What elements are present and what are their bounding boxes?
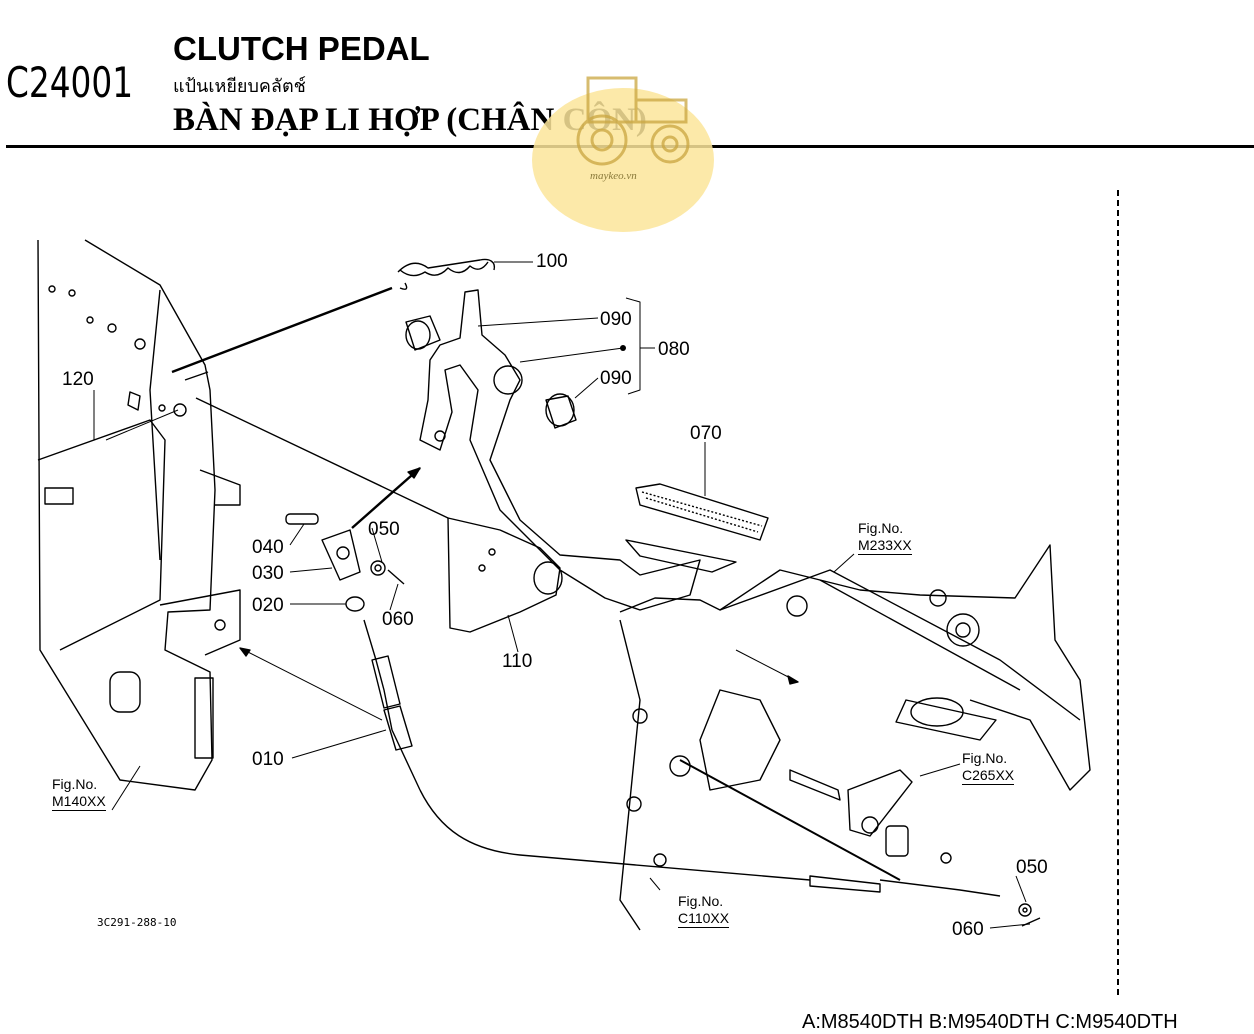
return-spring — [397, 258, 496, 290]
column-divider — [1117, 190, 1119, 995]
fig-ref-c265[interactable]: Fig.No. C265XX — [962, 750, 1015, 785]
title-english: CLUTCH PEDAL — [173, 30, 430, 67]
fig-ref-m233[interactable]: Fig.No. M233XX — [858, 520, 912, 555]
part-label-090-upper: 090 — [600, 309, 632, 330]
drawing-reference: 3C291-288-10 — [97, 916, 177, 929]
fig-ref-c110-number[interactable]: C110XX — [678, 910, 730, 928]
part-label-050-upper: 050 — [368, 519, 400, 540]
part-label-040: 040 — [252, 537, 284, 558]
section-code: C24001 — [6, 58, 134, 107]
fig-ref-c110[interactable]: Fig.No. C110XX — [678, 893, 730, 928]
fig-ref-c265-number[interactable]: C265XX — [962, 767, 1015, 785]
part-label-100: 100 — [536, 251, 568, 272]
watermark-text: maykeo.vn — [590, 170, 637, 182]
part-label-020: 020 — [252, 595, 284, 616]
left-frame — [37, 239, 241, 791]
clutch-cable — [363, 619, 1001, 897]
part-label-030: 030 — [252, 563, 284, 584]
leader-lines — [93, 261, 1031, 929]
part-label-070: 070 — [690, 423, 722, 444]
part-label-010: 010 — [252, 749, 284, 770]
part-label-090-lower: 090 — [600, 368, 632, 389]
right-frame — [619, 544, 1091, 931]
part-label-110: 110 — [502, 651, 533, 672]
part-label-080: 080 — [658, 339, 690, 360]
pedal-arm — [405, 289, 701, 611]
part-label-120: 120 — [62, 369, 94, 390]
model-applicability: A:M8540DTH B:M9540DTH C:M9540DTH — [802, 1011, 1178, 1033]
pedal-pad — [625, 483, 769, 573]
part-label-050-lower: 050 — [1016, 857, 1048, 878]
fig-ref-m233-number[interactable]: M233XX — [858, 537, 912, 555]
title-thai: แป้นเหยียบคลัตช์ — [173, 76, 306, 97]
fig-ref-m140[interactable]: Fig.No. M140XX — [52, 776, 106, 811]
fig-ref-m140-number[interactable]: M140XX — [52, 793, 106, 811]
pedal-bracket — [195, 397, 563, 633]
part-label-060-lower: 060 — [952, 919, 984, 940]
part-label-060-upper: 060 — [382, 609, 414, 630]
clevis-parts — [285, 513, 405, 612]
